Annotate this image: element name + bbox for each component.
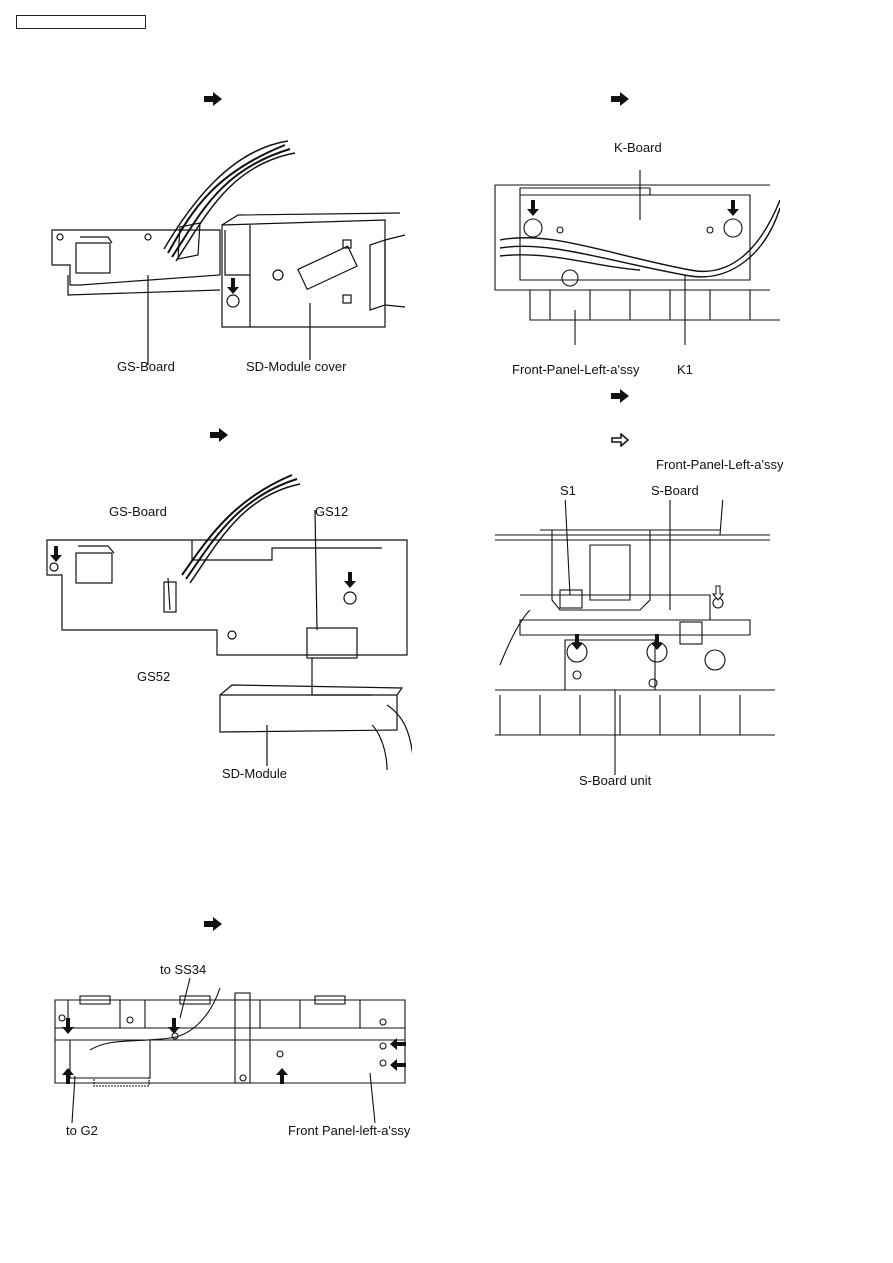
label-front-panel-left-assy: Front-Panel-Left-a'ssy (656, 457, 784, 472)
figure-s-board (490, 500, 780, 780)
label-sd-module: SD-Module (222, 766, 288, 781)
down-arrow-icon (727, 200, 739, 216)
figure-front-panel-left (50, 978, 410, 1128)
outline-right-arrow-icon (611, 433, 629, 447)
up-arrow-icon (276, 1068, 288, 1084)
figure-gs-board-sd-module (42, 470, 412, 770)
left-arrow-icon (390, 1059, 406, 1071)
down-arrow-icon (62, 1018, 74, 1034)
down-arrow-icon (527, 200, 539, 216)
label-gs-board: GS-Board (109, 504, 167, 519)
down-arrow-icon (227, 278, 239, 294)
label-to-ss34: to SS34 (160, 962, 207, 977)
label-sd-module-cover: SD-Module cover (246, 359, 347, 374)
label-gs-board: GS-Board (117, 359, 175, 374)
solid-right-arrow-icon (204, 917, 222, 931)
down-arrow-icon (168, 1018, 180, 1034)
header-box (16, 15, 146, 29)
solid-right-arrow-icon (611, 389, 629, 403)
label-front-panel-left-assy: Front-Panel-Left-a'ssy (512, 362, 640, 377)
down-arrow-icon (571, 634, 583, 650)
label-s1: S1 (560, 483, 576, 498)
label-s-board: S-Board (651, 483, 699, 498)
label-front-panel-left-assy: Front Panel-left-a'ssy (288, 1123, 411, 1138)
up-arrow-icon (62, 1068, 74, 1084)
left-arrow-icon (390, 1038, 406, 1050)
down-arrow-icon (651, 634, 663, 650)
label-k1: K1 (677, 362, 693, 377)
solid-right-arrow-icon (204, 92, 222, 106)
figure-gs-board-sd-cover (40, 135, 410, 365)
solid-right-arrow-icon (210, 428, 228, 442)
down-arrow-icon (50, 546, 62, 562)
label-gs52: GS52 (137, 669, 171, 684)
solid-right-arrow-icon (611, 92, 629, 106)
outline-down-arrow-icon (712, 585, 724, 601)
label-s-board-unit: S-Board unit (579, 773, 652, 788)
down-arrow-icon (344, 572, 356, 588)
label-k-board: K-Board (614, 140, 662, 155)
label-gs12: GS12 (315, 504, 349, 519)
figure-k-board (490, 170, 780, 345)
label-to-g2: to G2 (66, 1123, 98, 1138)
